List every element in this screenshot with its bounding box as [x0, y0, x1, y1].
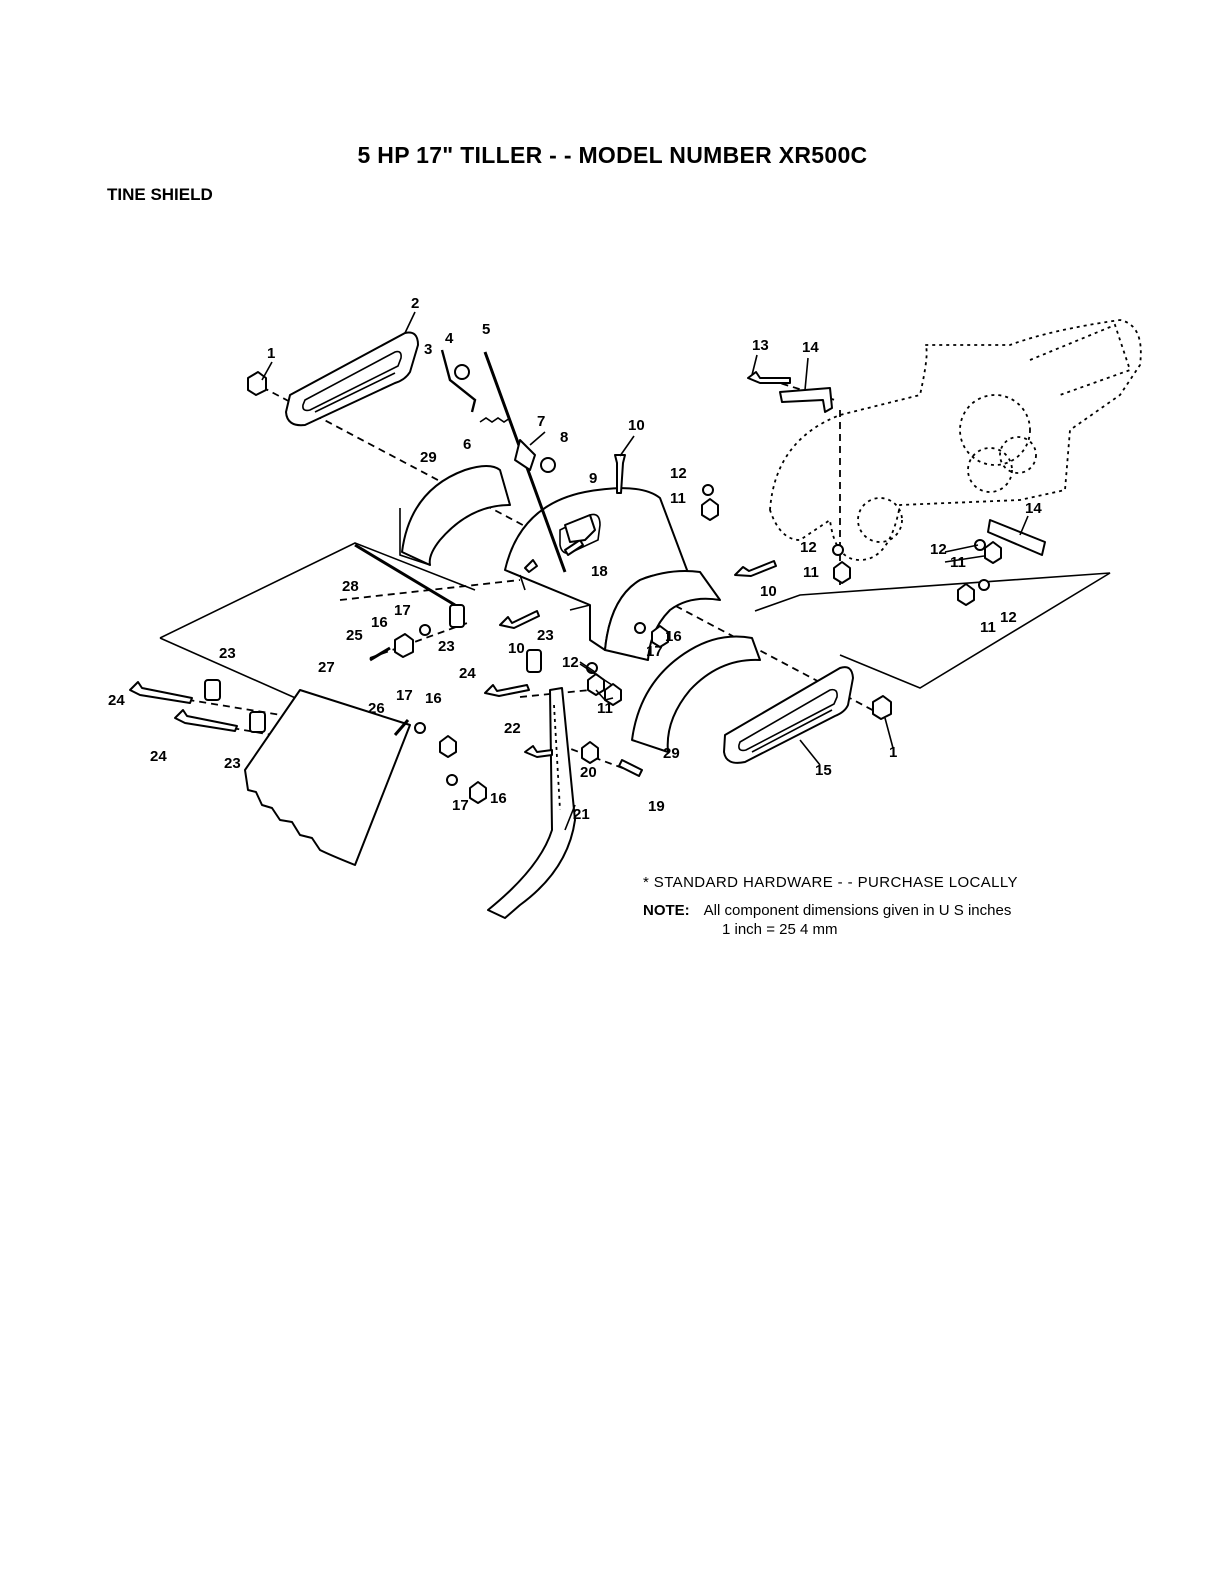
callout-24: 24 [459, 665, 476, 682]
leader-lines [261, 311, 1029, 831]
bracket-upper [779, 387, 833, 413]
callout-12: 12 [562, 654, 579, 671]
conversion-note: 1 inch = 25 4 mm [722, 921, 838, 938]
callout-4: 4 [445, 330, 454, 347]
clevis [564, 514, 596, 543]
callout-14: 14 [802, 339, 819, 356]
note-label: NOTE: [643, 902, 690, 919]
callout-11: 11 [803, 564, 819, 581]
callout-23: 23 [224, 755, 241, 772]
callout-15: 15 [815, 762, 832, 779]
rod [354, 543, 456, 607]
washers [414, 484, 990, 786]
callout-17: 17 [452, 797, 469, 814]
callout-10: 10 [508, 640, 525, 657]
callout-21: 21 [573, 806, 590, 823]
callout-23: 23 [537, 627, 554, 644]
callout-17: 17 [646, 643, 663, 660]
callout-14: 14 [1025, 500, 1042, 517]
callout-20: 20 [580, 764, 597, 781]
callout-labels: 1 1 2 3 4 5 6 7 8 9 10 10 10 11 11 11 11… [108, 295, 1042, 823]
tine-shield-hood [504, 487, 721, 661]
callout-22: 22 [504, 720, 521, 737]
callout-6: 6 [463, 436, 471, 453]
callout-29: 29 [663, 745, 680, 762]
section-heading: TINE SHIELD [107, 185, 213, 204]
callout-3: 3 [424, 341, 432, 358]
callout-24: 24 [150, 748, 167, 765]
callout-5: 5 [482, 321, 490, 338]
callout-1: 1 [267, 345, 275, 362]
callout-23: 23 [219, 645, 236, 662]
callout-18: 18 [591, 563, 608, 580]
hardware-note: * STANDARD HARDWARE - - PURCHASE LOCALLY [643, 874, 1018, 891]
callout-17: 17 [394, 602, 411, 619]
callout-12: 12 [930, 541, 947, 558]
clips [204, 604, 542, 733]
depth-stake [487, 687, 576, 919]
callout-13: 13 [752, 337, 769, 354]
leveling-bar [244, 689, 411, 866]
callout-16: 16 [371, 614, 388, 631]
callout-26: 26 [368, 700, 385, 717]
callout-24: 24 [108, 692, 125, 709]
callout-12: 12 [670, 465, 687, 482]
callout-12: 12 [1000, 609, 1017, 626]
callout-10: 10 [760, 583, 777, 600]
callout-29: 29 [420, 449, 437, 466]
callout-8: 8 [560, 429, 568, 446]
callout-2: 2 [411, 295, 419, 312]
flap-right [631, 635, 761, 753]
page-title: 5 HP 17" TILLER - - MODEL NUMBER XR500C [357, 142, 868, 168]
callout-19: 19 [648, 798, 665, 815]
transmission-housing [769, 319, 1142, 561]
callout-1: 1 [889, 744, 897, 761]
reference-planes [159, 508, 1111, 701]
flap-left [401, 465, 511, 566]
note-text: All component dimensions given in U S in… [703, 902, 1012, 919]
callout-7: 7 [537, 413, 545, 430]
callout-11: 11 [597, 700, 613, 717]
callout-11: 11 [950, 554, 966, 571]
callout-16: 16 [665, 628, 682, 645]
callout-11: 11 [980, 619, 996, 636]
callout-27: 27 [318, 659, 335, 676]
callout-25: 25 [346, 627, 363, 644]
callout-17: 17 [396, 687, 413, 704]
nuts [247, 371, 1002, 804]
callout-9: 9 [589, 470, 597, 487]
bolts [129, 371, 791, 777]
callout-28: 28 [342, 578, 359, 595]
dimensions-note: NOTE: All component dimensions given in U… [643, 902, 1011, 919]
callout-10: 10 [628, 417, 645, 434]
side-plate-left [285, 331, 419, 427]
callout-16: 16 [425, 690, 442, 707]
callout-23: 23 [438, 638, 455, 655]
callout-11: 11 [670, 490, 686, 507]
side-plate-right [723, 666, 854, 764]
callout-12: 12 [800, 539, 817, 556]
bracket-lower [987, 519, 1046, 556]
callout-16: 16 [490, 790, 507, 807]
linkage-bracket [440, 349, 556, 473]
